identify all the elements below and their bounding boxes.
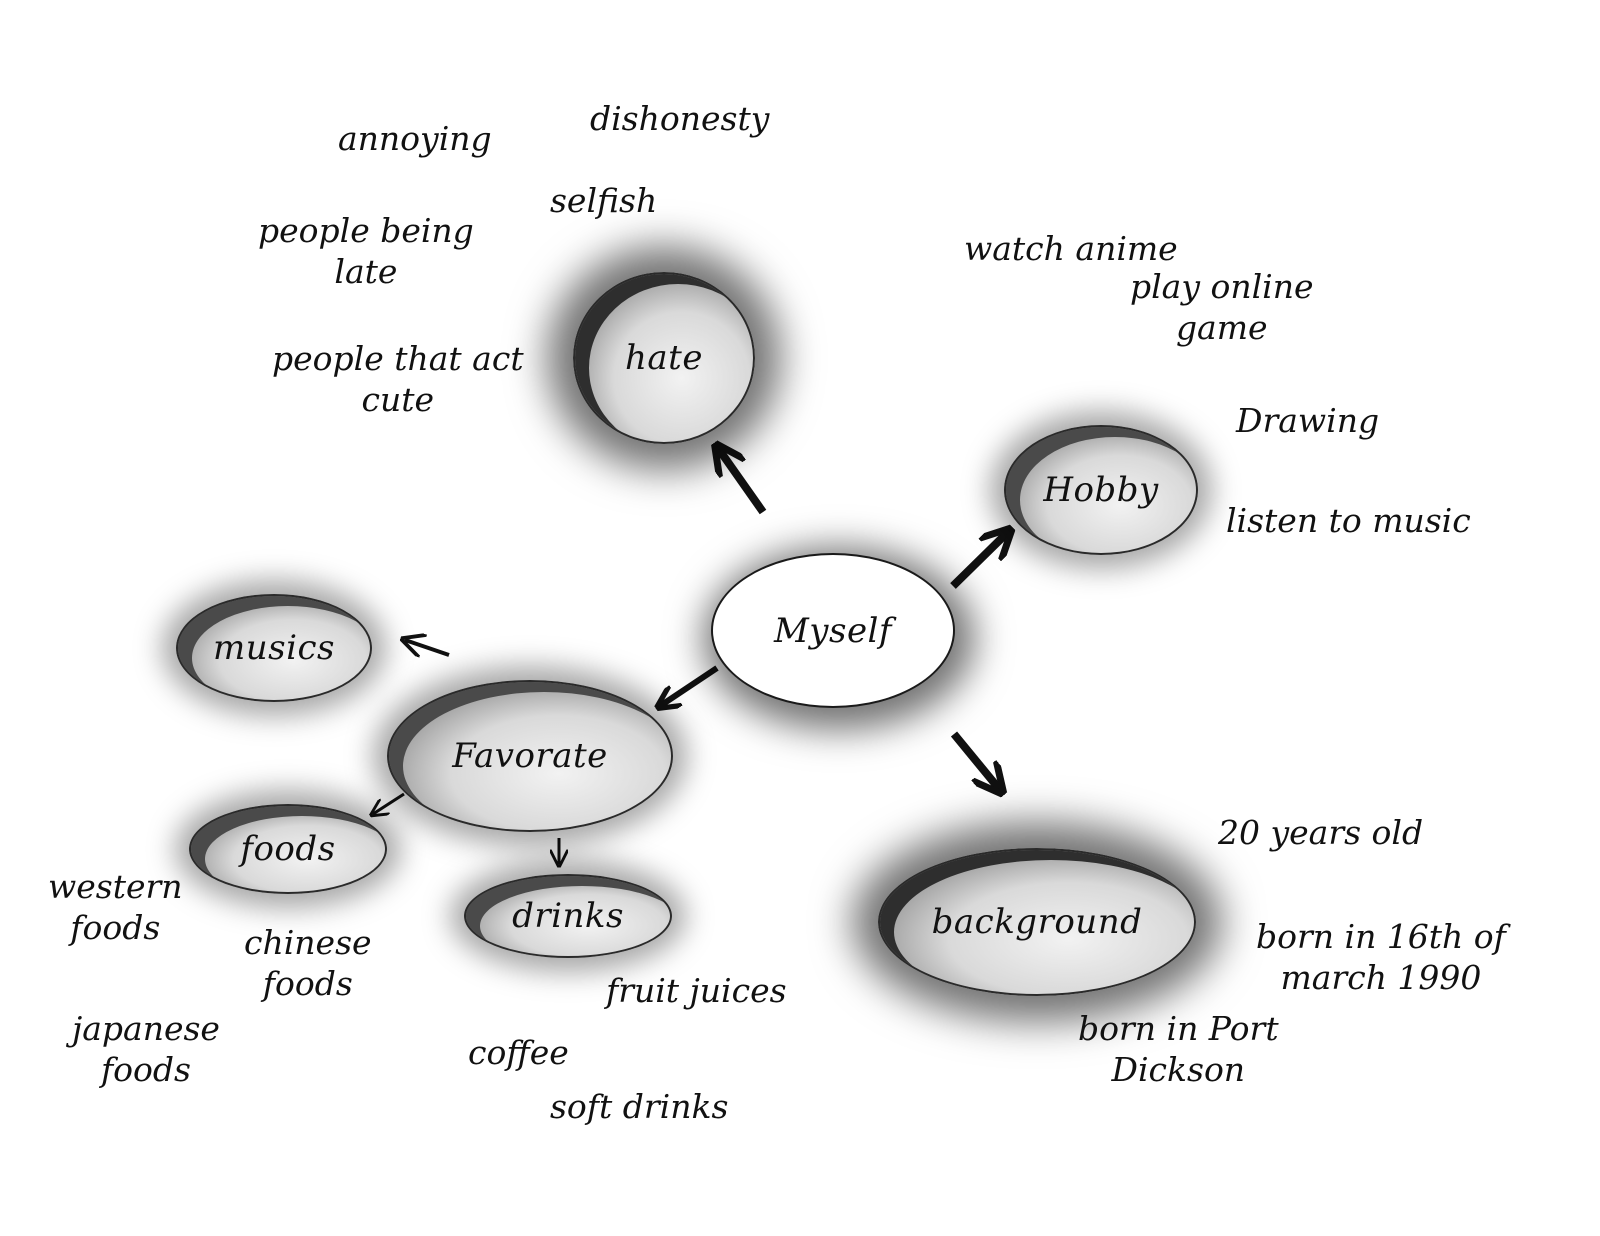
node-background-label: background [931, 902, 1143, 942]
hobby-note-drawing: Drawing [1236, 401, 1380, 440]
node-background: background [878, 848, 1196, 996]
drinks-note-soft-drinks: soft drinks [550, 1087, 729, 1126]
node-myself: Myself [711, 553, 955, 708]
background-note-birthdate: born in 16th of march 1990 [1256, 917, 1506, 998]
foods-note-western: western foods [48, 867, 183, 948]
hobby-note-music: listen to music [1226, 501, 1471, 540]
arrow-to-hobby [950, 532, 1008, 589]
node-hobby-label: Hobby [1043, 470, 1159, 510]
arrow-to-background [950, 731, 1000, 790]
hate-note-selfish: selfish [550, 181, 658, 220]
drinks-note-coffee: coffee [468, 1033, 569, 1072]
hobby-note-online-game: play online game [1130, 267, 1314, 348]
foods-note-chinese: chinese foods [244, 923, 372, 1004]
arrow-to-foods [373, 792, 405, 814]
node-foods-label: foods [240, 829, 336, 869]
node-favorate: Favorate [387, 680, 673, 832]
foods-note-japanese: japanese foods [72, 1009, 220, 1090]
arrow-to-musics [405, 640, 450, 655]
hate-note-annoying: annoying [338, 119, 492, 158]
hate-note-dishonesty: dishonesty [590, 99, 770, 138]
node-drinks-label: drinks [512, 896, 624, 936]
drinks-note-fruit-juices: fruit juices [606, 971, 787, 1010]
node-hate: hate [573, 272, 755, 444]
background-note-age: 20 years old [1218, 813, 1424, 852]
hate-note-people-late: people being late [258, 211, 474, 292]
node-drinks: drinks [464, 874, 672, 958]
arrow-to-favorate [660, 665, 719, 706]
node-hate-label: hate [625, 338, 703, 378]
node-musics: musics [176, 594, 372, 702]
hobby-note-anime: watch anime [964, 229, 1178, 268]
arrow-to-hate [718, 448, 767, 515]
node-myself-label: Myself [773, 610, 893, 651]
node-favorate-label: Favorate [452, 736, 608, 776]
node-foods: foods [189, 804, 387, 894]
node-musics-label: musics [213, 628, 335, 668]
hate-note-act-cute: people that act cute [272, 339, 524, 420]
background-note-birthplace: born in Port Dickson [1078, 1009, 1279, 1090]
node-hobby: Hobby [1004, 425, 1198, 555]
